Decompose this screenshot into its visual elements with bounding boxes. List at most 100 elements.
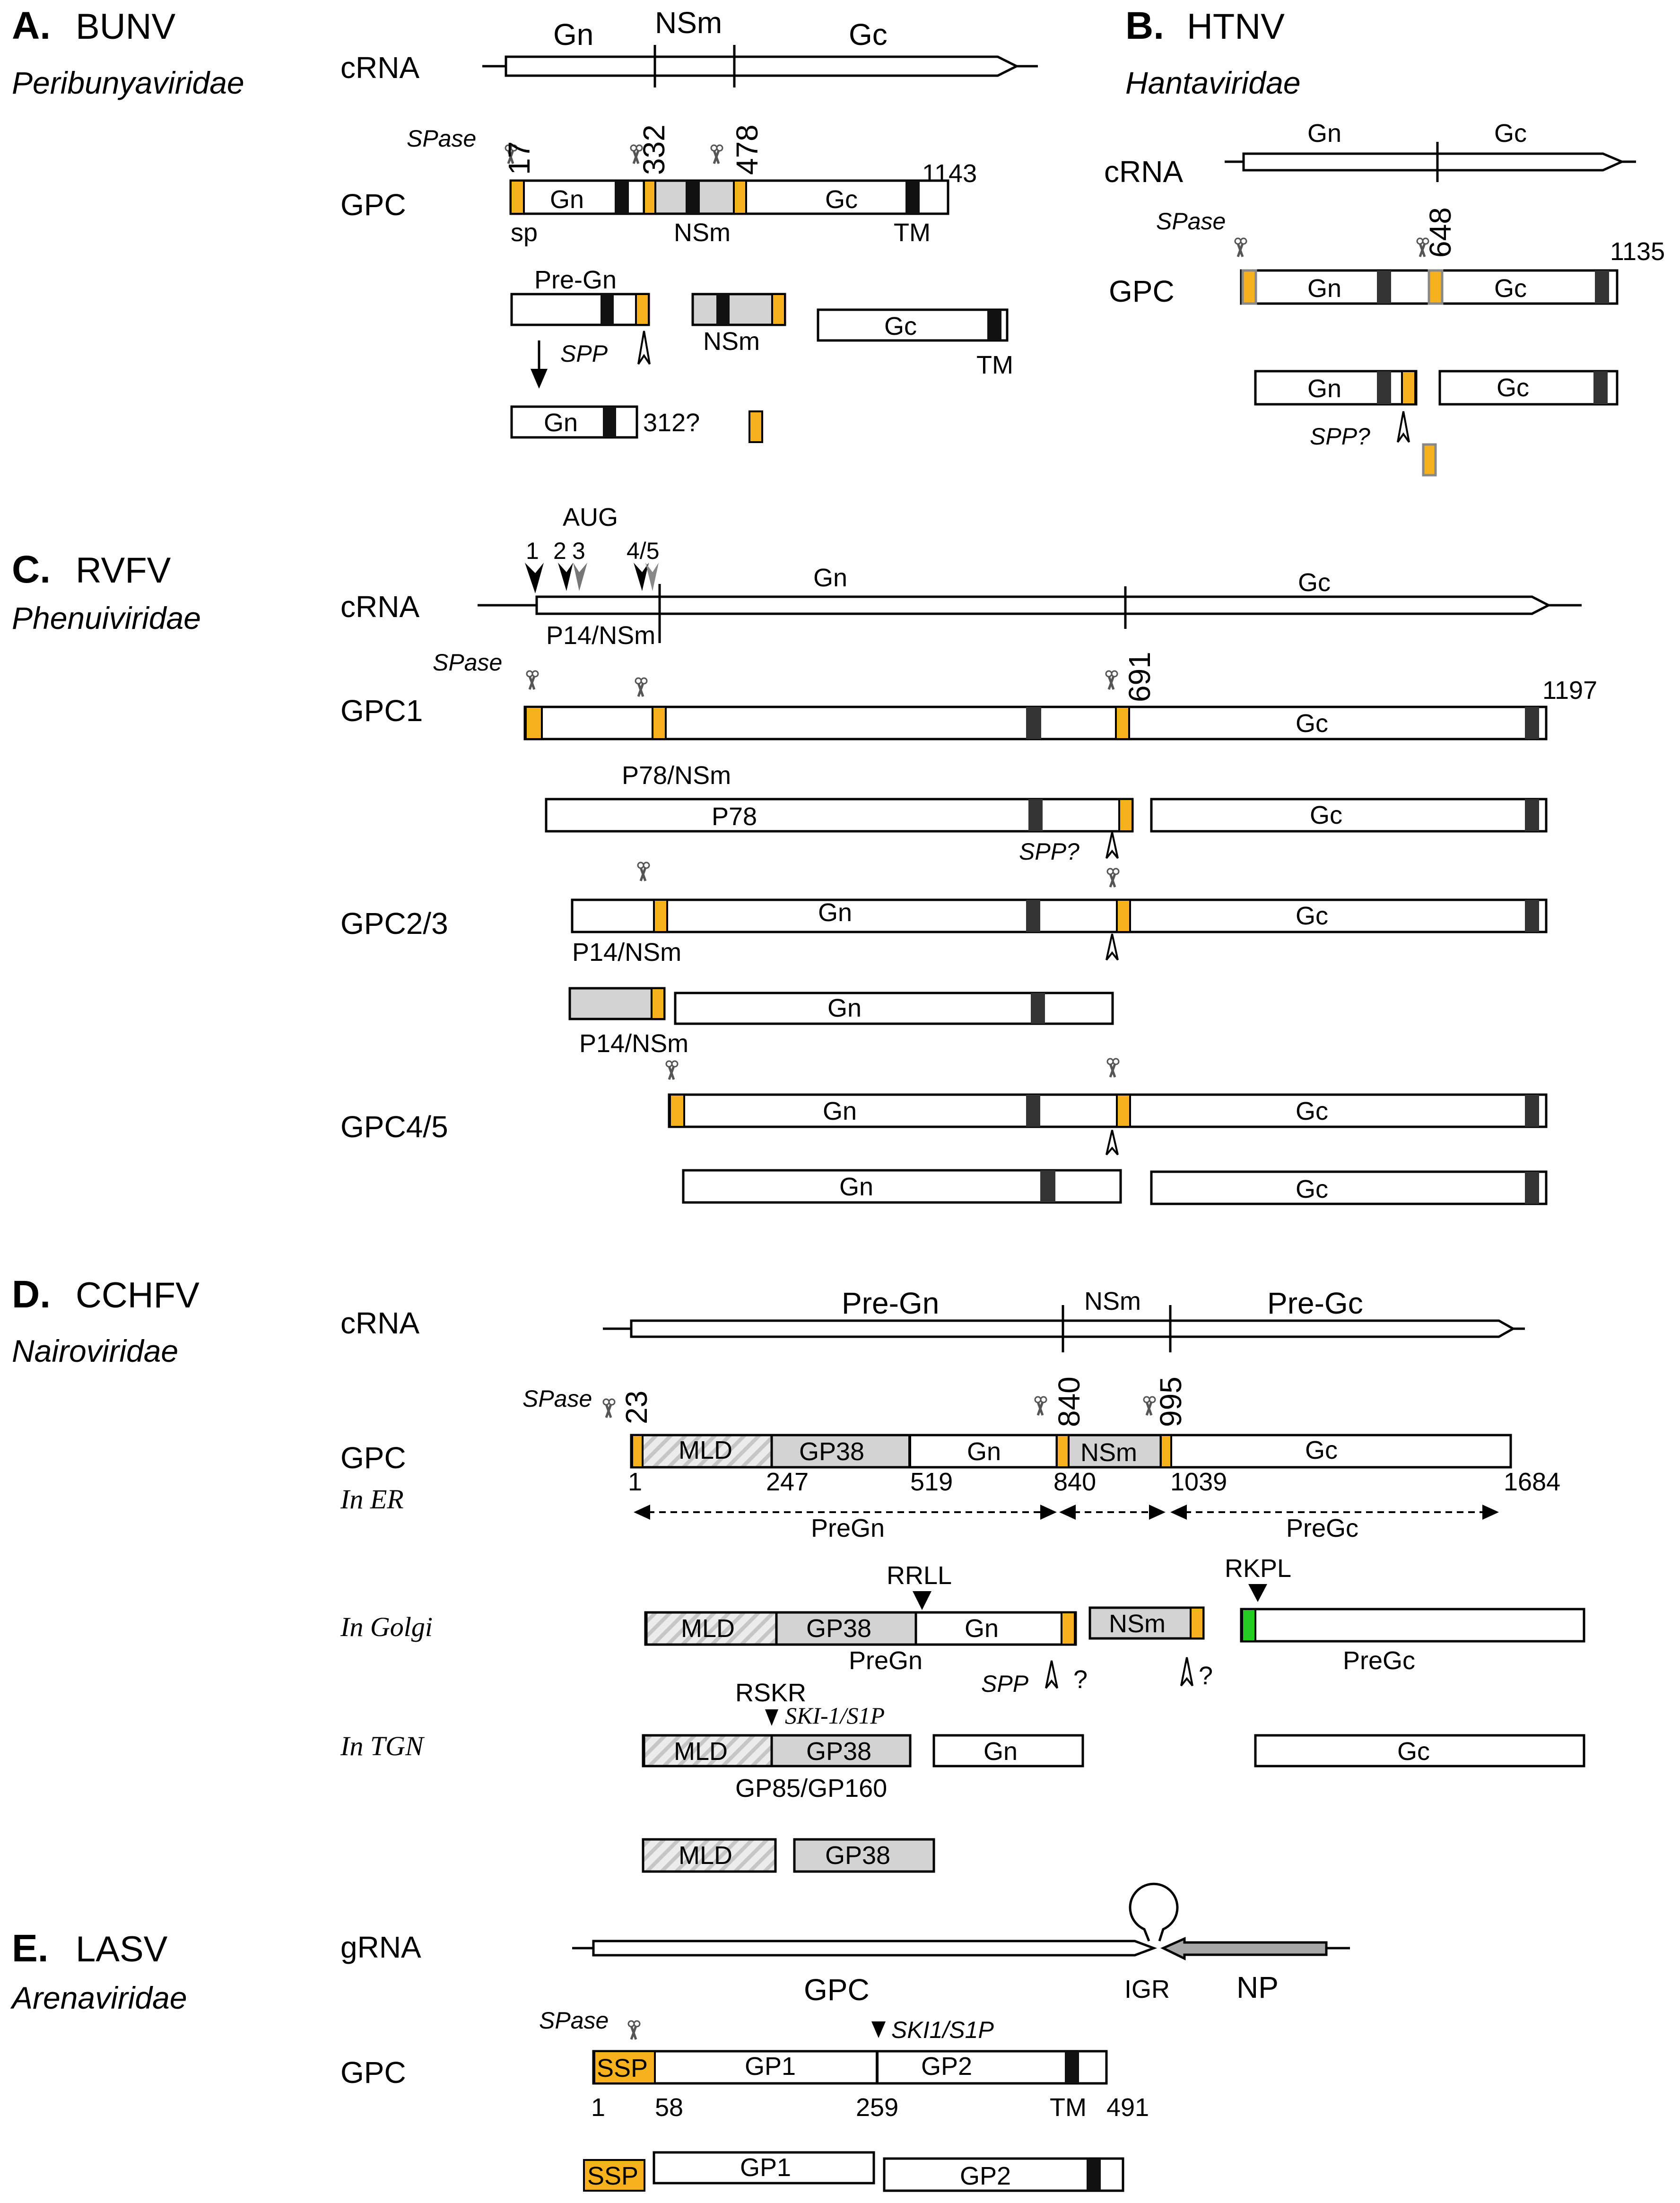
c-gpc1-bar bbox=[523, 705, 1548, 740]
c-gpc45-scissor-2 bbox=[1107, 1059, 1119, 1077]
section-a-virus: BUNV bbox=[76, 7, 175, 47]
e-grna-label: gRNA bbox=[340, 1930, 421, 1964]
d-gpc-gc: Gc bbox=[1305, 1436, 1338, 1464]
a-signal-peptide-fragment bbox=[749, 410, 763, 443]
d-golgi-pregn-bar bbox=[644, 1611, 1077, 1646]
c-aug-arrow-2 bbox=[558, 563, 573, 591]
c-aug-arrow-1 bbox=[525, 563, 544, 593]
b-gpc-gn: Gn bbox=[1307, 274, 1341, 303]
c-spase-label: SPase bbox=[433, 649, 502, 676]
d-loc-er: In ER bbox=[340, 1484, 404, 1515]
section-a-letter: A. bbox=[12, 4, 51, 47]
e-grna-gpc: GPC bbox=[804, 1973, 870, 2007]
b-pos-1135: 1135 bbox=[1610, 237, 1665, 266]
section-b: B. HTNV Hantaviridae cRNA Gn Gc SPase 64… bbox=[1104, 4, 1665, 477]
c-aug-arrow-5 bbox=[645, 563, 659, 591]
c-p14-product bbox=[568, 987, 666, 1020]
d-golgi-spp: SPP bbox=[981, 1671, 1029, 1697]
a-gpc-tm: TM bbox=[894, 218, 931, 247]
e-gpc-label: GPC bbox=[340, 2055, 406, 2090]
d-tgn-gc: Gc bbox=[1397, 1737, 1430, 1766]
c-p78-gc-product bbox=[1150, 798, 1548, 833]
section-a: A. BUNV Peribunyaviridae cRNA Gn NSm Gc … bbox=[12, 4, 1038, 443]
section-c-virus: RVFV bbox=[76, 550, 171, 591]
c-aug-1: 1 bbox=[526, 538, 539, 564]
c-gn-product-2 bbox=[682, 1169, 1122, 1204]
e-grna-igr: IGR bbox=[1124, 1975, 1170, 2003]
c-pos-1197: 1197 bbox=[1542, 676, 1597, 705]
b-crna-arrow bbox=[1225, 142, 1636, 182]
d-gpc-mld: MLD bbox=[679, 1436, 732, 1464]
e-gpc-bar bbox=[592, 2050, 1108, 2085]
a-pos-332: 332 bbox=[637, 124, 671, 175]
d-pos-840-top: 840 bbox=[1052, 1376, 1086, 1427]
d-golgi-q2: ? bbox=[1199, 1662, 1213, 1690]
a-spp-label: SPP bbox=[560, 340, 608, 367]
section-e: E. LASV Arenaviridae gRNA GPC IGR NP SPa… bbox=[10, 1882, 1350, 2192]
c-p78-label: P78 bbox=[712, 802, 757, 831]
d-golgi-nsm: NSm bbox=[1109, 1610, 1166, 1638]
section-e-virus: LASV bbox=[76, 1929, 168, 1969]
a-crna-gn: Gn bbox=[553, 17, 593, 52]
e-gp1-product bbox=[653, 2151, 875, 2185]
c-crna-arrow bbox=[478, 584, 1582, 643]
a-pos-17: 17 bbox=[502, 141, 536, 175]
e-gp2-product-label: GP2 bbox=[960, 2162, 1011, 2190]
c-crna-p14nsm: P14/NSm bbox=[546, 621, 655, 650]
e-gpc-gp1: GP1 bbox=[745, 2052, 796, 2081]
a-pregn-bar bbox=[510, 293, 650, 326]
d-golgi-q1: ? bbox=[1073, 1665, 1088, 1694]
d-tgn-ski: SKI-1/S1P bbox=[785, 1702, 885, 1729]
e-pos-1: 1 bbox=[591, 2093, 605, 2122]
c-spase-scissor-2 bbox=[635, 678, 647, 697]
d-gp38-product-label: GP38 bbox=[825, 1841, 890, 1870]
e-ski-arrow bbox=[871, 2021, 886, 2038]
d-golgi-pregc: PreGc bbox=[1343, 1646, 1415, 1675]
section-d-letter: D. bbox=[12, 1273, 51, 1316]
d-loc-tgn: In TGN bbox=[340, 1731, 425, 1761]
b-gc-product-label: Gc bbox=[1497, 374, 1529, 402]
c-spase-scissor-3 bbox=[1106, 671, 1117, 689]
b-gc-product bbox=[1438, 370, 1619, 406]
d-tgn-gc-bar bbox=[1254, 1734, 1585, 1768]
c-gpc1-label: GPC1 bbox=[340, 694, 423, 728]
a-gn-product bbox=[510, 405, 638, 439]
d-golgi-gn: Gn bbox=[965, 1614, 999, 1643]
d-tgn-gn-bar bbox=[932, 1734, 1084, 1768]
c-gn-product-2-label: Gn bbox=[839, 1173, 873, 1201]
c-gn-product-1-label: Gn bbox=[827, 994, 862, 1022]
d-gp38-product bbox=[793, 1838, 935, 1873]
d-pos-1039: 1039 bbox=[1170, 1468, 1227, 1496]
d-golgi-nsm-bar bbox=[1088, 1606, 1205, 1640]
e-pos-491: 491 bbox=[1106, 2093, 1149, 2122]
a-spp-arrowhead bbox=[637, 331, 651, 365]
d-loc-golgi: In Golgi bbox=[340, 1611, 433, 1642]
b-spase-scissor-1 bbox=[1235, 238, 1246, 257]
d-crna-pregn: Pre-Gn bbox=[842, 1286, 939, 1320]
a-gc-product-tm: TM bbox=[976, 351, 1013, 379]
b-gn-product bbox=[1254, 370, 1418, 406]
d-golgi-rkpl-arrow bbox=[1248, 1584, 1267, 1602]
e-pos-58: 58 bbox=[655, 2093, 683, 2122]
e-ski-label: SKI1/S1P bbox=[891, 2017, 994, 2043]
section-d-virus: CCHFV bbox=[76, 1275, 200, 1315]
d-crna-nsm: NSm bbox=[1084, 1287, 1141, 1315]
d-tgn-mld: MLD bbox=[674, 1737, 728, 1766]
b-crna-label: cRNA bbox=[1104, 155, 1183, 189]
c-gpc23-gc: Gc bbox=[1296, 902, 1328, 930]
a-crna-nsm: NSm bbox=[655, 6, 722, 40]
a-nsm-product bbox=[691, 293, 786, 326]
b-crna-gc: Gc bbox=[1494, 119, 1527, 148]
d-gpc-bar bbox=[630, 1434, 1512, 1469]
e-ssp-product bbox=[583, 2159, 645, 2192]
a-gpc-nsm: NSm bbox=[674, 218, 731, 247]
c-gpc23-p14nsm: P14/NSm bbox=[572, 938, 681, 967]
e-pos-259: 259 bbox=[856, 2093, 898, 2122]
c-gpc23-scissor-2 bbox=[1107, 869, 1119, 887]
a-gn-length: 312? bbox=[643, 409, 700, 437]
d-gpc-label: GPC bbox=[340, 1441, 406, 1475]
a-maturation-arrowhead bbox=[531, 369, 548, 389]
d-pos-995: 995 bbox=[1154, 1376, 1188, 1427]
c-p14-product-label: P14/NSm bbox=[579, 1029, 688, 1058]
a-crna-arrow bbox=[482, 45, 1038, 87]
